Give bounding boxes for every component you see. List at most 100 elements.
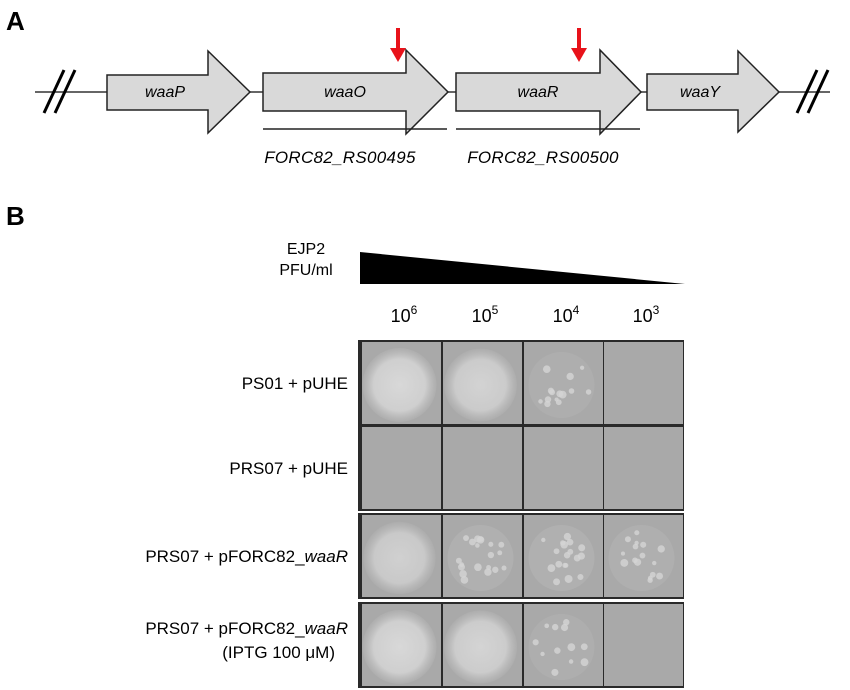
strain-label-prefix: PRS07 + pFORC82_: [145, 619, 305, 638]
plaque: [556, 390, 564, 398]
plaque: [573, 554, 581, 562]
dilution-label-3: 103: [633, 303, 660, 326]
dilution-label-0: 106: [391, 303, 418, 326]
plaque-zone: [362, 348, 437, 422]
strain-label-gene: waaR: [305, 619, 348, 638]
gene-arrow-waaY: [646, 49, 781, 134]
strain-label-prefix: PS01 + pUHE: [242, 374, 348, 393]
plaque-zone: [528, 352, 595, 418]
plaque: [532, 639, 539, 646]
plaque: [474, 563, 482, 572]
plaque: [540, 651, 545, 657]
plaque: [542, 365, 551, 373]
plaque: [555, 399, 562, 406]
dilution-exponent: 5: [492, 303, 499, 317]
plate-cell: [604, 342, 683, 424]
plaque: [538, 399, 543, 404]
plaque-zone: [528, 525, 595, 591]
plaque: [634, 530, 640, 536]
strain-label-note: (IPTG 100 μM): [222, 643, 335, 662]
plaque-zone: [528, 614, 595, 680]
pfu-unit-label: PFU/ml: [279, 262, 332, 279]
plaque: [476, 536, 485, 544]
plaque: [640, 541, 647, 548]
strain-label-prefix: PRS07 + pUHE: [229, 459, 348, 478]
dilution-exponent: 3: [653, 303, 660, 317]
plaque: [656, 572, 664, 580]
strain-label-prefix: PRS07 + pFORC82_: [145, 547, 305, 566]
plaque-zone: [363, 521, 436, 595]
plaque-zone: [362, 610, 437, 684]
plaque: [551, 623, 559, 631]
phage-label: EJP2: [287, 241, 325, 258]
plaque: [568, 659, 574, 664]
strain-label: PRS07 + pUHE: [229, 459, 348, 478]
gene-arrow-waaO: [262, 48, 450, 136]
plaque: [488, 541, 494, 547]
locus-label-rs00500: FORC82_RS00500: [467, 148, 619, 167]
plaque: [544, 623, 550, 629]
break-mark-right: [795, 69, 830, 114]
gene-label-waaP: waaP: [145, 84, 185, 101]
plaque: [585, 389, 592, 395]
plaque: [492, 566, 499, 573]
dilution-label-1: 105: [472, 303, 499, 326]
plaque: [620, 558, 629, 567]
plaque: [560, 623, 569, 632]
plaque-zone: [447, 525, 514, 591]
plate-cell: [524, 427, 603, 509]
plaque: [547, 387, 554, 394]
plaque: [468, 538, 476, 546]
plate-cell: [604, 427, 683, 509]
gene-label-waaO: waaO: [324, 84, 366, 101]
plaque: [547, 564, 556, 573]
plate-cell: [443, 427, 522, 509]
break-mark-left: [42, 69, 77, 114]
strain-label: PS01 + pUHE: [242, 374, 348, 393]
plate-cell: [362, 427, 441, 509]
plaque: [567, 643, 576, 652]
plaque: [544, 400, 551, 408]
plaque: [652, 560, 657, 566]
gene-arrow-waaR: [455, 48, 643, 136]
plate-cell: [524, 515, 603, 597]
plaque: [579, 365, 585, 370]
plate-cell: [604, 604, 683, 686]
panel-a-label: A: [6, 6, 25, 36]
plaque: [649, 571, 656, 578]
plaque: [541, 537, 546, 543]
plaque: [554, 647, 561, 654]
dilution-base: 10: [472, 306, 492, 326]
dilution-exponent: 6: [411, 303, 418, 317]
strain-label: PRS07 + pFORC82_waaR: [145, 619, 348, 638]
plaque: [563, 619, 570, 626]
dilution-base: 10: [391, 306, 411, 326]
plaque: [555, 560, 563, 568]
plaque: [568, 388, 575, 394]
plaque: [580, 643, 588, 651]
panel-b-label: B: [6, 201, 25, 231]
plaque: [577, 573, 584, 580]
plaque: [553, 548, 560, 555]
plaque: [463, 535, 470, 542]
plaque: [460, 576, 469, 584]
plaque: [562, 562, 568, 568]
gene-label-waaY: waaY: [680, 84, 721, 101]
gene-label-waaR: waaR: [518, 84, 559, 101]
plaque: [560, 540, 569, 549]
plaque-zone: [443, 610, 518, 684]
plaque: [498, 541, 505, 548]
strain-label: PRS07 + pFORC82_waaR: [145, 547, 348, 566]
plaque: [564, 575, 573, 583]
plaque: [455, 557, 462, 564]
plaque: [497, 550, 503, 556]
plaque: [657, 545, 665, 553]
plate-cell: [524, 604, 603, 686]
plaque: [551, 668, 559, 676]
dilution-exponent: 4: [573, 303, 580, 317]
plaque: [487, 551, 495, 559]
plaque: [639, 552, 646, 559]
plate-cell: [524, 342, 603, 424]
